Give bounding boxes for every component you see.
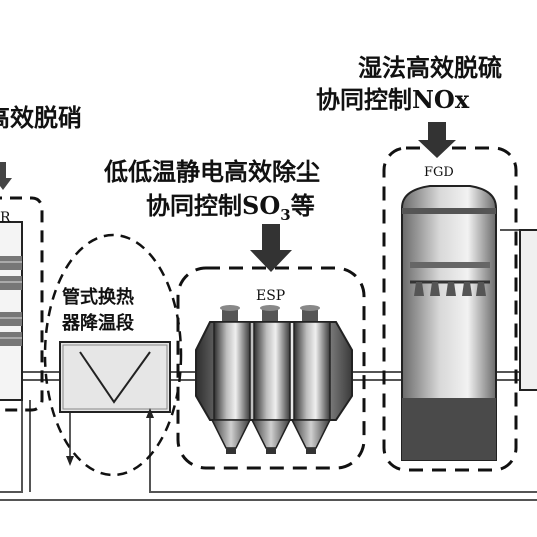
scr-tag: R — [0, 210, 11, 226]
flue-duct — [0, 229, 537, 501]
esp-dashed-box — [176, 266, 366, 470]
fgd-label-line1: 湿法高效脱硫 — [358, 53, 502, 82]
esp-precipitator — [195, 305, 353, 454]
hx-label-line1: 管式换热 — [62, 286, 134, 308]
hx-dashed-ellipse — [43, 233, 183, 477]
esp-label-line2: 协同控制SO3等 — [146, 191, 315, 224]
fgd-label-line2: 协同控制NOx — [316, 85, 470, 114]
scr-reactor — [0, 221, 23, 401]
fgd-dashed-box — [382, 146, 518, 472]
scr-dashed-box — [0, 196, 44, 412]
scr-title: 高效脱硝 — [0, 103, 82, 132]
stack-partial — [519, 229, 537, 391]
fgd-tag: FGD — [424, 165, 454, 180]
esp-label-line1: 低低温静电高效除尘 — [103, 157, 320, 186]
scr-arrow-icon — [0, 162, 12, 190]
esp-arrow-icon — [250, 224, 292, 272]
fgd-arrow-icon — [418, 122, 456, 158]
fgd-absorber-tower — [401, 185, 497, 461]
heat-exchanger — [59, 341, 171, 466]
esp-tag: ESP — [256, 288, 285, 304]
hx-label-line2: 器降温段 — [61, 312, 135, 334]
